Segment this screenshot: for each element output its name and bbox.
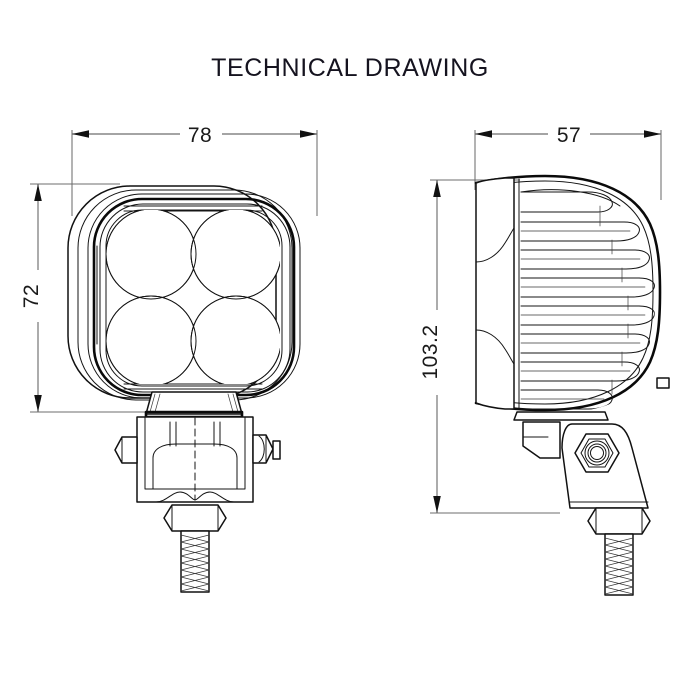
lens-contour-upper — [475, 227, 515, 263]
dimension-side-height: 103.2 — [419, 179, 560, 514]
hex-bolt-right-arc — [258, 435, 265, 463]
front-neck — [144, 391, 244, 419]
arrowhead-left — [72, 130, 89, 138]
led-outline-tl — [106, 210, 197, 300]
led-outline-tr — [190, 210, 280, 300]
side-mounting-bracket — [513, 411, 649, 509]
neck-hatch-4 — [232, 393, 239, 413]
neck-hatch-1 — [149, 393, 156, 413]
arrowhead-right — [300, 130, 317, 138]
hex-nut-side — [587, 507, 651, 535]
fin-04 — [520, 305, 655, 326]
fin-07 — [520, 389, 613, 410]
stud-thread-lines-front-b — [180, 534, 210, 592]
bolt-hole — [590, 446, 604, 460]
bracket-bolt-left — [114, 436, 138, 464]
dimension-label-side-height: 103.2 — [419, 324, 442, 379]
connector-nub — [656, 377, 670, 389]
bracket-bolt-right — [252, 434, 281, 464]
arrowhead-top — [433, 180, 441, 197]
dimension-label-side-width: 57 — [557, 124, 581, 147]
side-bracket-bolt — [574, 433, 620, 473]
dimension-front-width: 78 — [71, 124, 318, 216]
side-back-shell — [474, 174, 662, 412]
dimension-front-height: 72 — [20, 183, 160, 413]
side-stud-assembly — [587, 507, 651, 596]
bracket-scallop-detail — [155, 491, 235, 503]
front-mounting-bracket — [114, 416, 281, 503]
stud-thread-lines-side-b — [604, 537, 634, 595]
bolt-washer-ring-mid — [587, 443, 607, 463]
dimension-label-front-height: 72 — [20, 284, 43, 308]
threaded-stud-side — [604, 533, 634, 596]
hex-bolt-head-right — [252, 434, 274, 464]
arrowhead-bottom — [433, 496, 441, 513]
fin-05 — [520, 333, 650, 354]
neck-hatch-3 — [227, 393, 234, 413]
hex-nut-front — [163, 504, 227, 532]
dimension-side-width: 57 — [474, 124, 662, 200]
side-base-plate — [513, 411, 609, 421]
led-optics-cluster — [106, 210, 280, 384]
page-title: TECHNICAL DRAWING — [211, 54, 489, 82]
fin-03 — [520, 277, 655, 298]
fin-01 — [520, 221, 640, 242]
bracket-saddle — [152, 443, 238, 490]
hex-bolt-inner-facet — [580, 438, 614, 468]
side-back-shell-inner — [475, 180, 654, 405]
arrowhead-left — [475, 130, 492, 138]
side-view-group: 57 103.2 — [419, 124, 670, 596]
arrowhead-right — [644, 130, 661, 138]
heatsink-fins — [520, 189, 655, 410]
arrowhead-bottom — [34, 395, 42, 412]
side-housing — [474, 174, 662, 412]
hex-bolt-head-left — [114, 436, 138, 464]
arrowhead-top — [34, 184, 42, 201]
dimension-label-front-width: 78 — [188, 124, 212, 147]
led-outline-br — [190, 295, 280, 384]
side-lens-face — [475, 177, 515, 410]
fin-00 — [520, 191, 613, 213]
neck-hatch-2 — [154, 393, 161, 413]
fin-06 — [520, 361, 640, 382]
threaded-stud-front — [180, 530, 210, 593]
front-stud-assembly — [163, 504, 227, 593]
front-view-group: 78 72 — [20, 124, 318, 593]
side-bracket-block — [522, 421, 561, 459]
lens-frame — [105, 209, 283, 387]
side-rear-connector — [656, 377, 670, 389]
led-outline-bl — [106, 295, 197, 384]
lens-contour-lower — [475, 329, 515, 365]
bolt-washer-right — [272, 440, 281, 460]
fin-02 — [520, 249, 650, 270]
bolt-washer-ring-outer — [584, 440, 610, 466]
